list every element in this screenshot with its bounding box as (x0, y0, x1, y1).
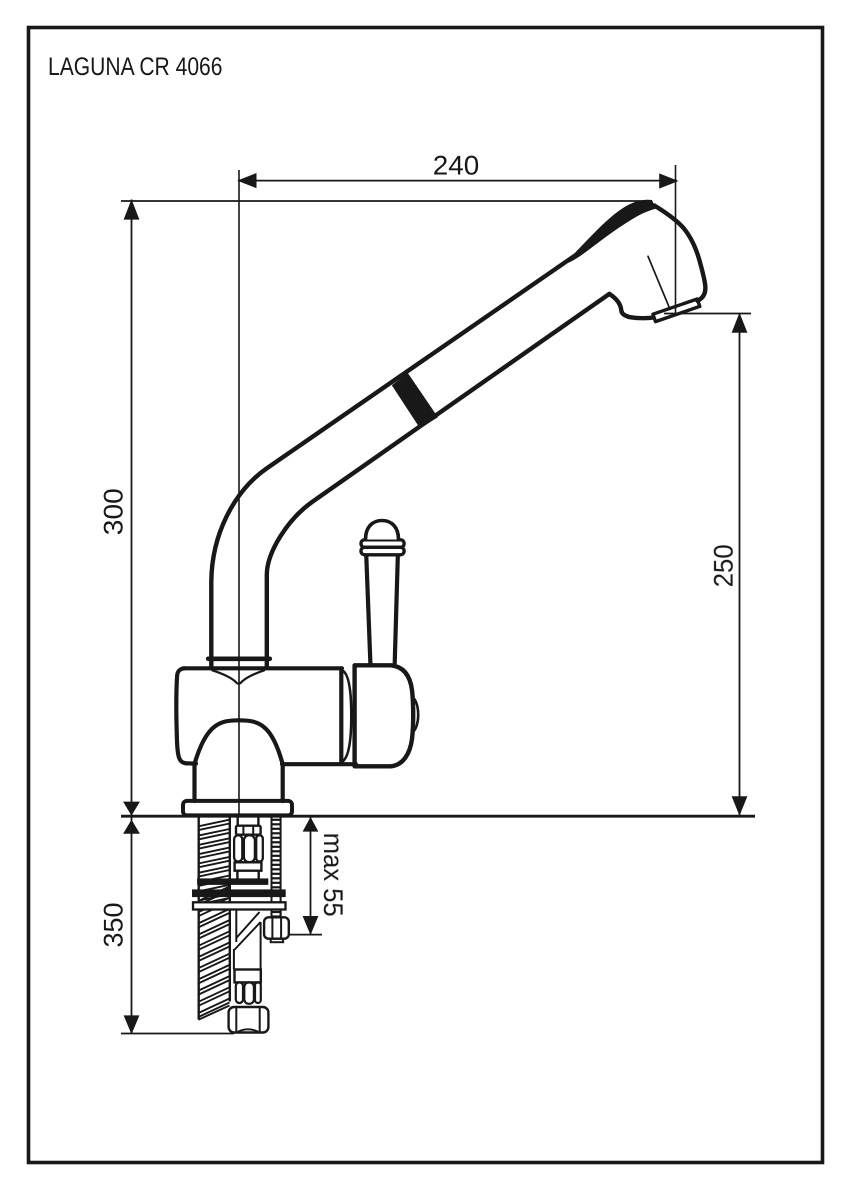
svg-text:max 55: max 55 (318, 833, 348, 917)
svg-text:250: 250 (709, 544, 739, 587)
svg-text:240: 240 (433, 151, 480, 181)
svg-text:300: 300 (99, 488, 129, 535)
svg-text:350: 350 (99, 903, 129, 948)
svg-text:LAGUNA CR 4066: LAGUNA CR 4066 (48, 53, 223, 81)
